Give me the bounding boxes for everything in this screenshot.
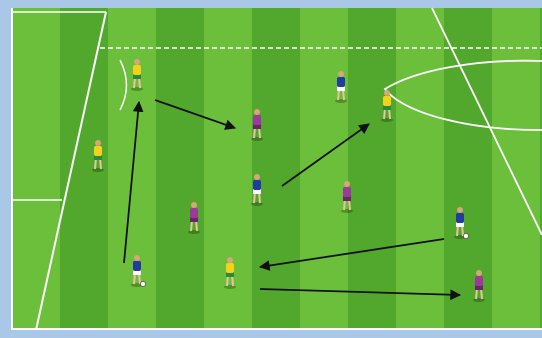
player-shorts (133, 74, 141, 79)
player-blue-3 (131, 255, 146, 287)
player-yellow-3 (92, 140, 104, 172)
player-head (254, 109, 260, 115)
grass-stripe (348, 8, 396, 330)
player-shadow (251, 137, 263, 141)
player-head (476, 270, 482, 276)
player-shadow (188, 230, 200, 234)
player-yellow-2 (381, 90, 393, 122)
player-shadow (473, 298, 485, 302)
diagonal-line (431, 7, 542, 236)
player-shadow (335, 99, 347, 103)
player-shirt (94, 146, 102, 156)
pass-arrow-pass-4 (258, 238, 445, 271)
player-shirt (133, 261, 141, 271)
grass-stripe (444, 8, 492, 330)
player-shirt (190, 208, 198, 218)
pass-arrows (123, 99, 462, 301)
player-shadow (131, 87, 143, 91)
player-shorts (253, 124, 261, 129)
player-head (384, 90, 390, 96)
grass-stripe (12, 8, 60, 330)
player-shadow (381, 118, 393, 122)
grass-stripe (396, 8, 444, 330)
player-shorts (133, 270, 141, 275)
player-blue-4 (454, 207, 469, 239)
grass-stripe (492, 8, 540, 330)
player-shirt (226, 263, 234, 273)
grass-stripe (540, 8, 542, 330)
player-blue-2 (251, 174, 263, 206)
player-purple-2 (341, 181, 353, 213)
player-blue-1 (335, 71, 347, 103)
player-shirt (337, 77, 345, 87)
pass-arrow-pass-5 (259, 288, 462, 301)
penalty-box-side (35, 11, 107, 331)
player-yellow-1 (131, 59, 143, 91)
player-shadow (92, 168, 104, 172)
player-head (134, 255, 140, 261)
player-shirt (343, 187, 351, 197)
grass-stripe (156, 8, 204, 330)
player-shorts (190, 217, 198, 222)
player-shorts (383, 105, 391, 110)
player-head (95, 140, 101, 146)
player-head (134, 59, 140, 65)
grass-stripe (300, 8, 348, 330)
player-shadow (224, 285, 236, 289)
player-head (338, 71, 344, 77)
player-shorts (456, 222, 464, 227)
player-shadow (251, 202, 263, 206)
player-shirt (383, 96, 391, 106)
player-head (344, 181, 350, 187)
player-head (227, 257, 233, 263)
player-shorts (226, 272, 234, 277)
pass-arrow-pass-2 (154, 99, 237, 130)
players (92, 59, 485, 302)
player-shirt (253, 115, 261, 125)
player-shirt (475, 276, 483, 286)
player-purple-1 (251, 109, 263, 141)
ball-icon (463, 233, 469, 239)
player-head (457, 207, 463, 213)
pass-arrow-pass-1 (123, 100, 144, 264)
player-shadow (341, 209, 353, 213)
player-shorts (94, 155, 102, 160)
pass-arrow-pass-3 (281, 123, 370, 187)
grass-stripe (252, 8, 300, 330)
player-shorts (343, 196, 351, 201)
player-purple-4 (473, 270, 485, 302)
player-shirt (133, 65, 141, 75)
ball-icon (140, 281, 146, 287)
player-head (254, 174, 260, 180)
player-yellow-4 (224, 257, 236, 289)
player-shirt (456, 213, 464, 223)
player-shorts (475, 285, 483, 290)
player-shorts (337, 86, 345, 91)
player-purple-3 (188, 202, 200, 234)
player-shorts (253, 189, 261, 194)
penalty-arc (119, 59, 128, 111)
player-head (191, 202, 197, 208)
player-shirt (253, 180, 261, 190)
